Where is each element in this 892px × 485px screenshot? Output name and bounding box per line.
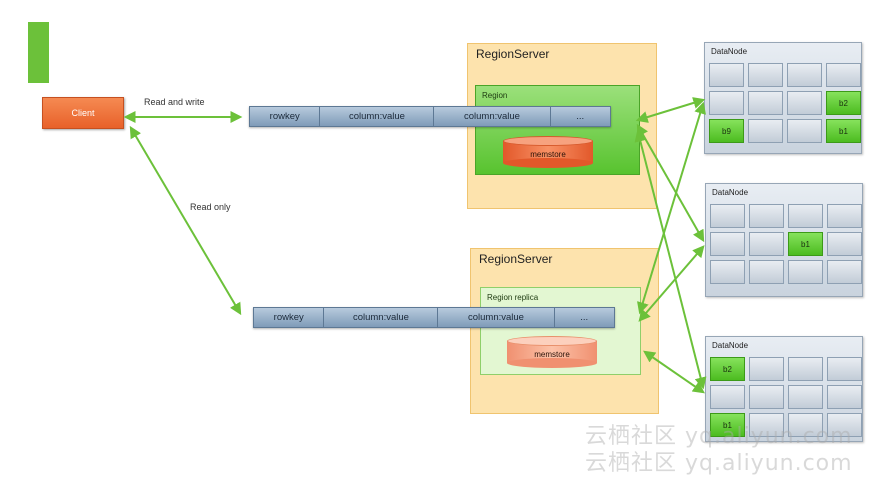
column-value-cell: column:value: [324, 308, 439, 327]
ellipsis-cell: ...: [580, 312, 589, 323]
region-server-2-title: RegionServer: [479, 252, 553, 266]
storage-block: [788, 204, 823, 228]
datanode-1-blocks: b2 b9 b1: [709, 63, 861, 143]
region-server-1-title: RegionServer: [476, 47, 550, 61]
datanode-3: DataNode b2 b1: [705, 336, 863, 442]
arrow-rs2-dn2: [638, 245, 705, 322]
column-value-cell: column:value: [320, 107, 435, 126]
storage-block: [748, 119, 783, 143]
storage-block: [827, 232, 862, 256]
storage-block: [748, 63, 783, 87]
accent-bar: [28, 22, 49, 83]
column-value-cell: column:value: [434, 107, 551, 126]
region-1: Region memstore: [475, 85, 640, 175]
arrow-rs1-dn1: [635, 97, 706, 123]
storage-block: [749, 385, 784, 409]
memstore-1: memstore: [503, 136, 593, 168]
memstore-2: memstore: [507, 336, 597, 368]
watermark-2: 云栖社区 yq.aliyun.com: [585, 451, 853, 476]
storage-block: b1: [826, 119, 861, 143]
storage-block: b2: [710, 357, 745, 381]
watermark-1: 云栖社区 yq.aliyun.com: [585, 424, 853, 449]
datanode-2-blocks: b1: [710, 204, 862, 284]
storage-block: [788, 260, 823, 284]
rowkey-cell: rowkey: [254, 308, 325, 327]
datanode-3-title: DataNode: [712, 341, 749, 350]
datanode-1-title: DataNode: [711, 47, 748, 56]
arrow-rs2-dn3: [643, 350, 705, 394]
row-bar-1: rowkey column:value column:value ...: [249, 106, 611, 127]
storage-block: b1: [710, 413, 745, 437]
storage-block: [788, 385, 823, 409]
datanode-2: DataNode b1: [705, 183, 863, 297]
storage-block: [748, 91, 783, 115]
arrow-rs2-dn1: [637, 101, 706, 315]
ellipsis-cell: ...: [576, 111, 585, 122]
storage-block: b1: [788, 232, 823, 256]
client-box: Client: [42, 97, 124, 129]
storage-block: [787, 91, 822, 115]
storage-block: [749, 232, 784, 256]
storage-block: [749, 357, 784, 381]
storage-block: [788, 413, 823, 437]
storage-block: [710, 204, 745, 228]
storage-block: [749, 260, 784, 284]
storage-block: b2: [826, 91, 861, 115]
datanode-3-blocks: b2 b1: [710, 357, 862, 437]
storage-block: [709, 91, 744, 115]
storage-block: [749, 204, 784, 228]
storage-block: [827, 357, 862, 381]
storage-block: [827, 413, 862, 437]
storage-block: b9: [709, 119, 744, 143]
region-replica-title: Region replica: [487, 293, 539, 302]
storage-block: [827, 385, 862, 409]
storage-block: [710, 385, 745, 409]
row-bar-2: rowkey column:value column:value ...: [253, 307, 615, 328]
storage-block: [787, 119, 822, 143]
region-replica: Region replica memstore: [480, 287, 641, 375]
client-label: Client: [71, 108, 95, 118]
storage-block: [788, 357, 823, 381]
read-only-arrow: [129, 125, 242, 316]
datanode-1: DataNode b2 b9 b1: [704, 42, 862, 154]
region-server-2: RegionServer Region replica memstore: [470, 248, 659, 414]
arrow-rs1-dn2: [636, 123, 705, 243]
storage-block: [710, 260, 745, 284]
datanode-2-title: DataNode: [712, 188, 749, 197]
rowkey-cell: rowkey: [250, 107, 321, 126]
read-write-label: Read and write: [144, 97, 205, 107]
storage-block: [827, 260, 862, 284]
memstore-1-label: memstore: [530, 150, 566, 159]
storage-block: [709, 63, 744, 87]
region-1-title: Region: [482, 91, 508, 100]
storage-block: [826, 63, 861, 87]
column-value-cell: column:value: [438, 308, 555, 327]
storage-block: [787, 63, 822, 87]
storage-block: [710, 232, 745, 256]
storage-block: [749, 413, 784, 437]
memstore-2-label: memstore: [534, 350, 570, 359]
storage-block: [827, 204, 862, 228]
